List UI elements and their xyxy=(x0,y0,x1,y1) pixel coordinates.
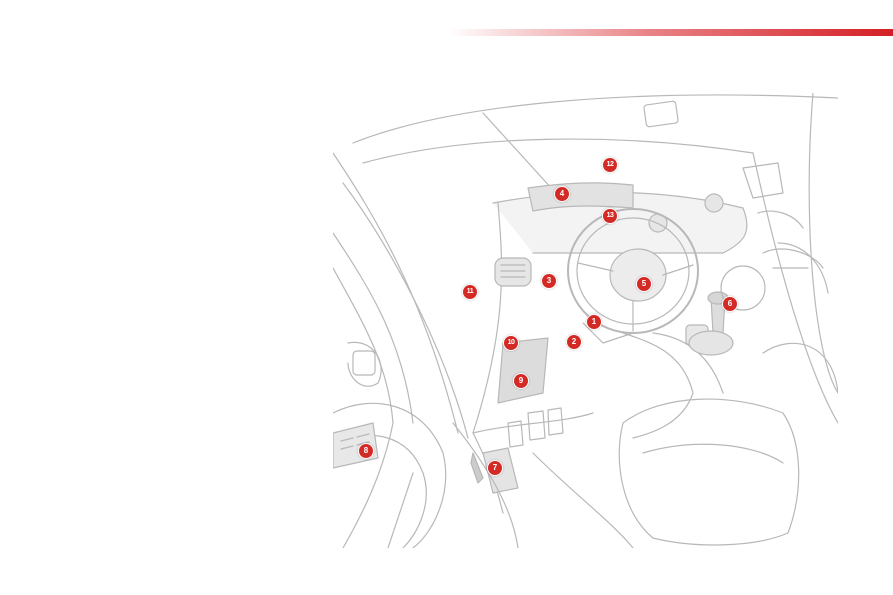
marker-7[interactable]: 7 xyxy=(488,461,502,475)
marker-1[interactable]: 1 xyxy=(587,315,601,329)
marker-8[interactable]: 8 xyxy=(359,444,373,458)
marker-2[interactable]: 2 xyxy=(567,335,581,349)
marker-9[interactable]: 9 xyxy=(514,374,528,388)
marker-3[interactable]: 3 xyxy=(542,274,556,288)
marker-6[interactable]: 6 xyxy=(723,297,737,311)
car-interior-illustration xyxy=(333,93,838,548)
header-accent-bar xyxy=(448,29,893,36)
marker-12[interactable]: 12 xyxy=(603,158,617,172)
car-interior-diagram: 1 2 3 4 5 6 7 8 9 10 11 12 13 xyxy=(333,93,838,548)
marker-10[interactable]: 10 xyxy=(504,336,518,350)
marker-13[interactable]: 13 xyxy=(603,209,617,223)
marker-4[interactable]: 4 xyxy=(555,187,569,201)
marker-5[interactable]: 5 xyxy=(637,277,651,291)
marker-11[interactable]: 11 xyxy=(463,285,477,299)
